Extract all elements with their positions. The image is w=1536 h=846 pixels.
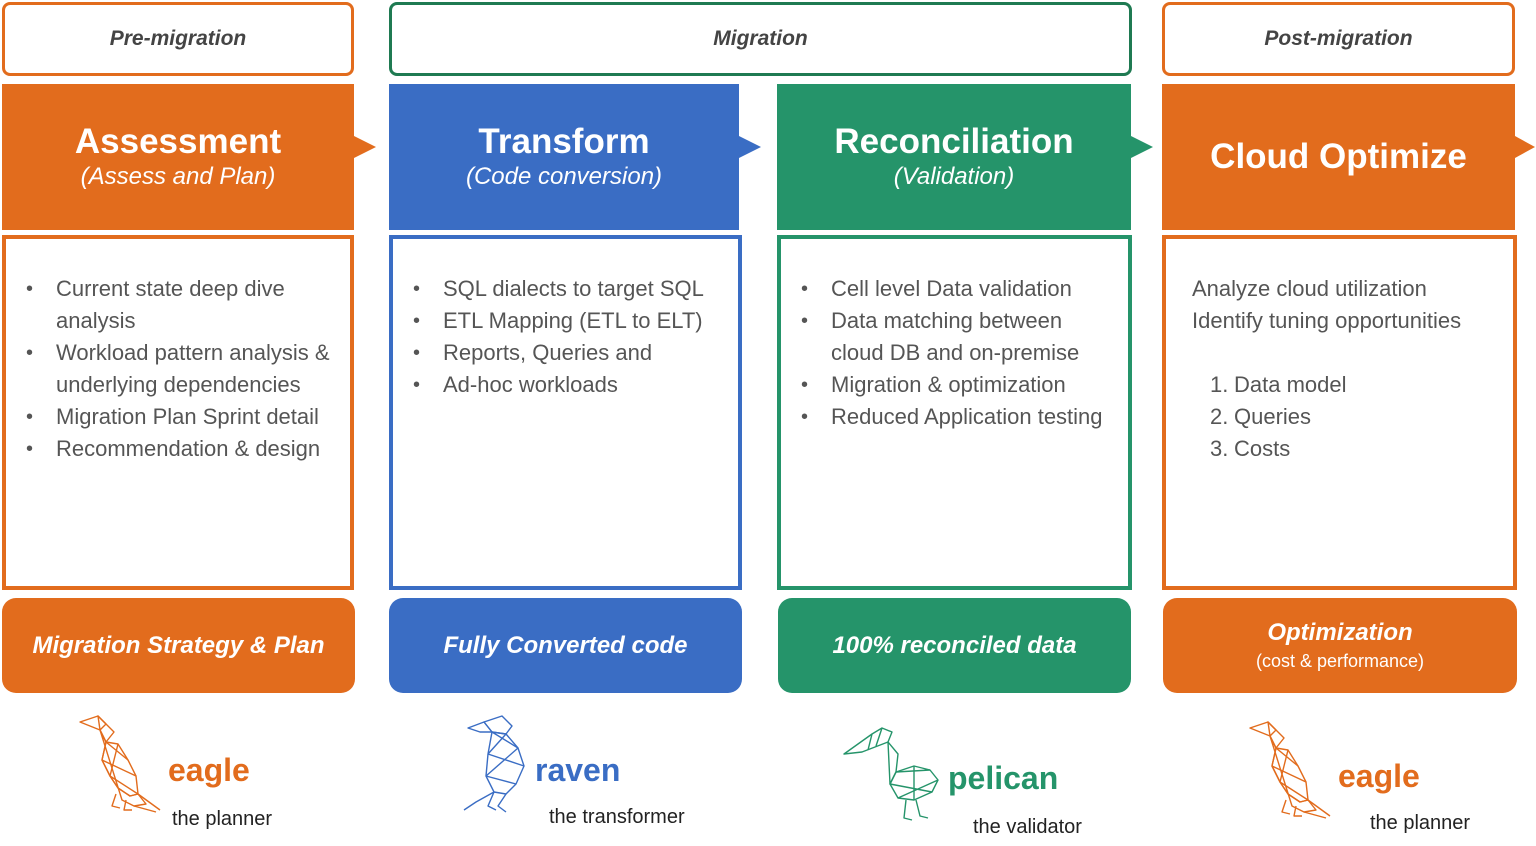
flow-arrow-icon: [739, 136, 761, 158]
list-item: ETL Mapping (ETL to ELT): [413, 305, 720, 337]
transform-details: SQL dialects to target SQL ETL Mapping (…: [389, 235, 742, 590]
stage-assessment-title: Assessment: [74, 122, 282, 161]
flow-arrow-icon: [1131, 136, 1153, 158]
reconciliation-details: Cell level Data validation Data matching…: [777, 235, 1132, 590]
mascot-name: eagle: [1338, 758, 1420, 794]
phase-pre-migration: Pre-migration: [2, 2, 354, 76]
phase-migration: Migration: [389, 2, 1132, 76]
mascot-role: the planner: [172, 808, 273, 830]
raven-icon: [463, 715, 525, 813]
list-item: 3.Costs: [1210, 436, 1291, 461]
stage-reconciliation-title: Reconciliation: [834, 122, 1074, 161]
eagle-icon: [1249, 721, 1331, 819]
outcome-label: Migration Strategy & Plan: [32, 631, 325, 659]
outcome-label: Fully Converted code: [443, 631, 688, 659]
mascot-role: the planner: [1370, 812, 1471, 834]
list-item: Data matching between cloud DB and on-pr…: [801, 305, 1110, 369]
outcome-converted-code: Fully Converted code: [389, 598, 742, 693]
list-item: Migration Plan Sprint detail: [26, 401, 332, 433]
stage-reconciliation-subtitle: (Validation): [893, 163, 1015, 190]
list-item: Reduced Application testing: [801, 401, 1110, 433]
phase-migration-label: Migration: [713, 27, 808, 50]
phase-pre-migration-label: Pre-migration: [109, 27, 247, 50]
list-item: Recommendation & design: [26, 433, 332, 465]
outcome-migration-strategy: Migration Strategy & Plan: [2, 598, 355, 693]
assessment-details: Current state deep dive analysis Workloa…: [2, 235, 354, 590]
stage-transform-banner: Transform (Code conversion): [389, 84, 739, 230]
outcome-sublabel: (cost & performance): [1255, 651, 1425, 671]
phase-post-migration: Post-migration: [1162, 2, 1515, 76]
list-item: Workload pattern analysis & underlying d…: [26, 337, 332, 401]
list-item: Reports, Queries and: [413, 337, 720, 369]
list-item: SQL dialects to target SQL: [413, 273, 720, 305]
list-item: Current state deep dive analysis: [26, 273, 332, 337]
detail-line: Identify tuning opportunities: [1192, 308, 1462, 333]
stage-transform-subtitle: (Code conversion): [465, 163, 663, 190]
mascot-name: eagle: [168, 752, 250, 788]
stage-cloud-optimize-banner: Cloud Optimize: [1162, 84, 1515, 230]
mascot-name: raven: [535, 752, 621, 788]
mascot-name: pelican: [948, 760, 1059, 796]
list-item: Migration & optimization: [801, 369, 1110, 401]
pelican-icon: [843, 727, 939, 821]
stage-transform-title: Transform: [478, 122, 650, 161]
stage-assessment-banner: Assessment (Assess and Plan): [2, 84, 354, 230]
mascot-role: the validator: [973, 816, 1082, 838]
phase-post-migration-label: Post-migration: [1264, 27, 1413, 50]
mascot-role: the transformer: [549, 806, 685, 828]
outcome-reconciled-data: 100% reconciled data: [778, 598, 1131, 693]
outcome-label: Optimization: [1267, 619, 1413, 646]
outcome-optimization: Optimization (cost & performance): [1163, 598, 1517, 693]
eagle-icon: [79, 715, 161, 813]
list-item: Cell level Data validation: [801, 273, 1110, 305]
list-item: Ad-hoc workloads: [413, 369, 720, 401]
stage-assessment-subtitle: (Assess and Plan): [80, 163, 276, 190]
list-item: 1.Data model: [1210, 372, 1347, 397]
flow-arrow-icon: [354, 136, 376, 158]
stage-reconciliation-banner: Reconciliation (Validation): [777, 84, 1131, 230]
detail-line: Analyze cloud utilization: [1192, 276, 1427, 301]
flow-arrow-icon: [1515, 136, 1535, 158]
outcome-label: 100% reconciled data: [832, 631, 1077, 659]
list-item: 2.Queries: [1210, 404, 1312, 429]
cloud-optimize-details: Analyze cloud utilization Identify tunin…: [1162, 235, 1517, 590]
stage-cloud-optimize-title: Cloud Optimize: [1210, 137, 1467, 176]
